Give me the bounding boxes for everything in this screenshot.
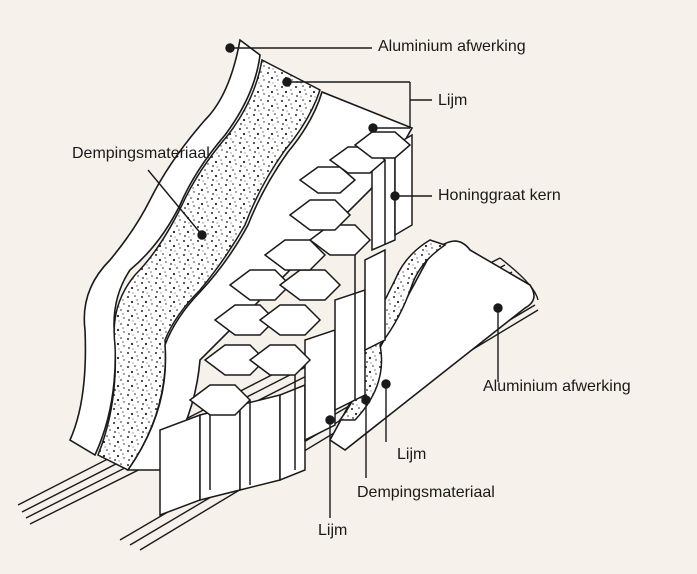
label-dempingsmateriaal-bottom: Dempingsmateriaal	[357, 484, 495, 501]
label-lijm-bottom: Lijm	[318, 522, 348, 539]
leader-dot-honinggraat	[390, 191, 400, 201]
leader-dot-dempingsmateriaal-bottom	[361, 395, 371, 405]
left-damping-layer	[97, 58, 321, 471]
leader-dot-lijm-bottom	[325, 415, 335, 425]
label-lijm-right: Lijm	[397, 446, 427, 463]
leader-dot-lijm-right	[381, 379, 391, 389]
leader-dot-aluminium-top	[225, 43, 235, 53]
leader-dot-dempingsmateriaal-left	[197, 230, 207, 240]
label-honinggraat-kern: Honinggraat kern	[438, 187, 561, 204]
label-aluminium-afwerking-top: Aluminium afwerking	[378, 38, 526, 55]
label-lijm-top: Lijm	[438, 92, 468, 109]
leader-lines	[147, 43, 503, 518]
honeycomb-core	[159, 131, 413, 517]
leader-dot-lijm-top-2	[368, 123, 378, 133]
left-aluminium-sheet	[68, 38, 261, 457]
leader-dot-lijm-top-1	[282, 77, 292, 87]
leader-dot-aluminium-right	[493, 303, 503, 313]
label-dempingsmateriaal-left: Dempingsmateriaal	[72, 145, 210, 162]
label-aluminium-afwerking-right: Aluminium afwerking	[483, 378, 631, 395]
